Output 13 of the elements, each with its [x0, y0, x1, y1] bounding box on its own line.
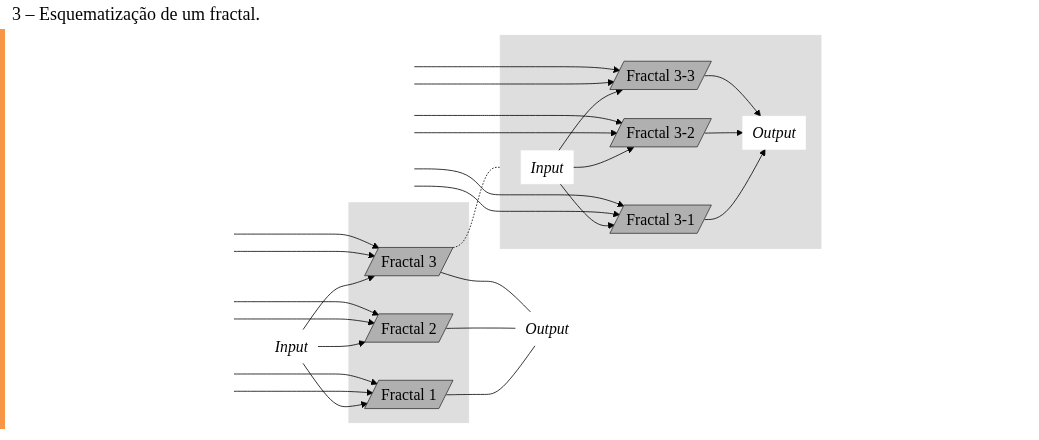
process-parallelogram: Fractal 3-3: [609, 60, 712, 90]
process-parallelogram: Fractal 1: [364, 379, 454, 409]
caption: 3 – Esquematização de um fractal.: [12, 4, 261, 25]
terminal-label: Input: [520, 150, 574, 185]
terminal-label: Output: [742, 115, 806, 150]
connector-line: [445, 327, 517, 329]
dashed-line: [452, 166, 501, 249]
connector-line: [440, 272, 532, 313]
process-parallelogram: Fractal 3: [364, 247, 454, 277]
process-parallelogram: Fractal 3-2: [609, 118, 712, 148]
process-parallelogram: Fractal 3-1: [609, 204, 712, 234]
process-parallelogram: Fractal 2: [364, 313, 454, 343]
connector-line: [445, 344, 536, 396]
